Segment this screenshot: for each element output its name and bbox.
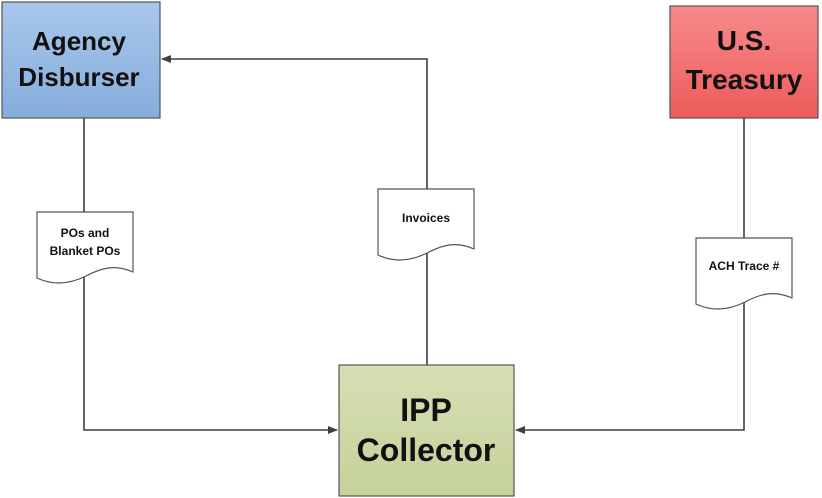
ach-trace-document: ACH Trace # bbox=[695, 237, 793, 310]
invoices-document: Invoices bbox=[377, 188, 475, 261]
agency-disburser-label-line2: Disburser bbox=[18, 62, 139, 92]
us-treasury-label-line2: Treasury bbox=[686, 64, 803, 95]
connector-ipp-to-agency bbox=[161, 55, 428, 365]
pos-document-label-line2: Blanket POs bbox=[50, 244, 121, 258]
pos-document: POs and Blanket POs bbox=[36, 211, 134, 284]
agency-disburser-label-line1: Agency bbox=[32, 26, 126, 56]
agency-disburser-node: Agency Disburser bbox=[1, 1, 161, 119]
us-treasury-label-line1: U.S. bbox=[717, 25, 771, 56]
invoices-document-label: Invoices bbox=[402, 211, 450, 225]
ach-trace-document-label: ACH Trace # bbox=[709, 259, 780, 273]
connector-treasury-to-ipp bbox=[515, 118, 745, 434]
us-treasury-node: U.S. Treasury bbox=[669, 5, 819, 119]
ipp-collector-label-line1: IPP bbox=[400, 392, 452, 428]
ipp-collector-label-line2: Collector bbox=[357, 432, 496, 468]
ipp-collector-node: IPP Collector bbox=[338, 364, 515, 497]
pos-document-label-line1: POs and bbox=[61, 226, 110, 240]
connector-agency-to-ipp bbox=[83, 118, 338, 434]
